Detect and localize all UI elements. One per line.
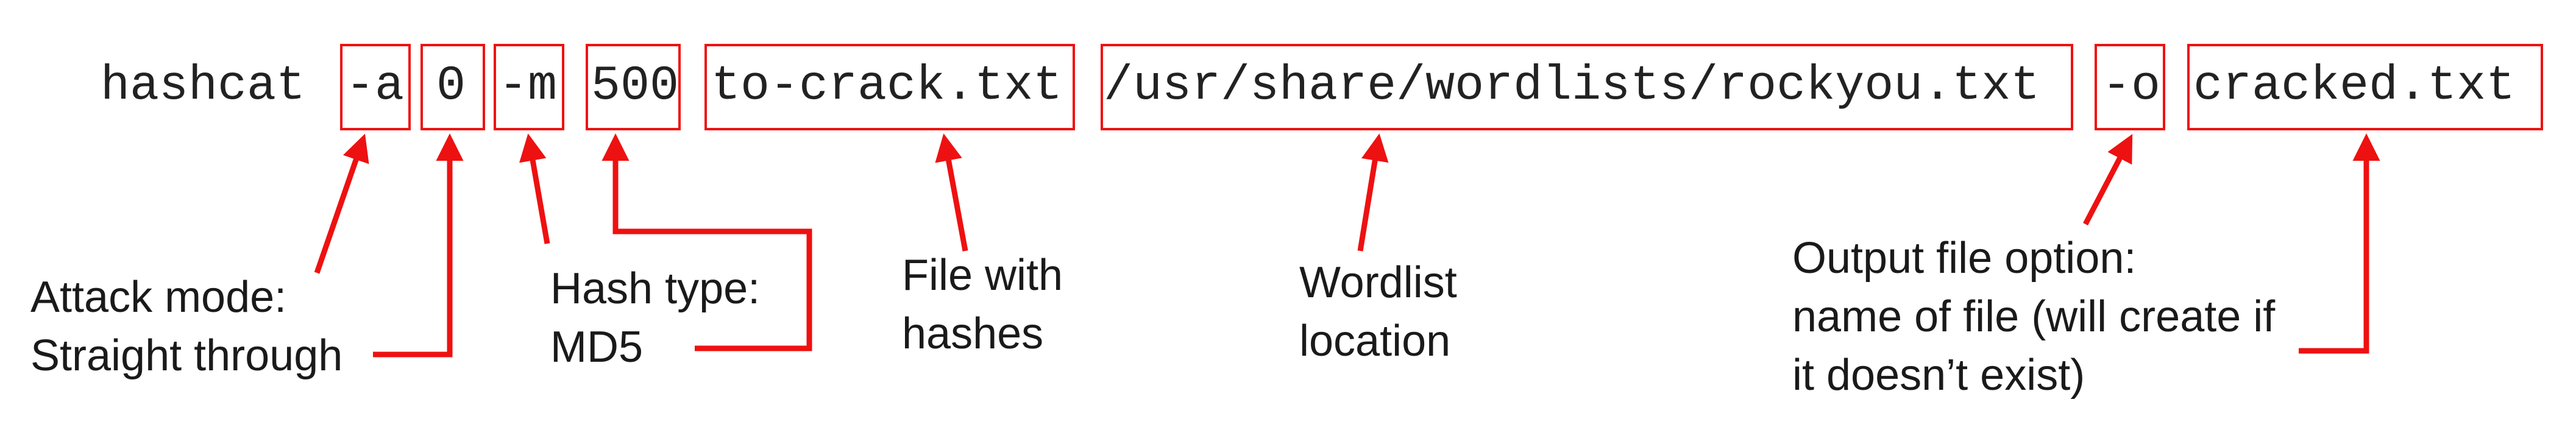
output-flag: -o	[2102, 58, 2161, 114]
output-label: Output file option:	[1792, 234, 2137, 283]
attack-mode-description: Straight through	[30, 331, 343, 380]
attack-mode-flag: -a	[346, 58, 405, 114]
hash-flag-arrow	[519, 133, 550, 244]
command-program: hashcat	[101, 58, 306, 114]
hash-file-description: hashes	[902, 309, 1044, 358]
attack-mode-annotation: Attack mode: Straight through	[30, 268, 342, 385]
output-file-name: cracked.txt	[2193, 58, 2516, 114]
hash-type-flag: -m	[499, 58, 558, 114]
hash-value-box	[586, 44, 681, 130]
hash-flag-box	[494, 44, 564, 130]
output-flag-arrow	[2083, 134, 2133, 226]
wordlist-annotation: Wordlist location	[1299, 253, 1457, 370]
hash-type-value: 500	[591, 58, 679, 114]
hash-file-label: File with	[902, 251, 1063, 300]
output-annotation: Output file option: name of file (will c…	[1792, 229, 2275, 404]
output-flag-box	[2095, 44, 2165, 130]
hash-type-label: Hash type:	[550, 264, 761, 313]
output-description-line1: name of file (will create if	[1792, 292, 2276, 341]
hash-file-annotation: File with hashes	[902, 246, 1063, 363]
hash-type-description: MD5	[550, 323, 644, 372]
wordlist-description: location	[1299, 317, 1451, 365]
hash-file-arrow	[935, 133, 968, 252]
wordlist-box	[1101, 44, 2073, 130]
hash-value-arrow	[601, 133, 812, 351]
output-file-box	[2187, 44, 2543, 130]
hash-file-name: to-crack.txt	[711, 58, 1063, 114]
attack-flag-arrow	[314, 133, 369, 274]
attack-mode-value: 0	[436, 58, 466, 114]
attack-flag-box	[340, 44, 411, 130]
output-file-arrow	[2299, 133, 2380, 354]
hash-file-box	[704, 44, 1075, 130]
attack-mode-label: Attack mode:	[30, 273, 287, 322]
wordlist-path: /usr/share/wordlists/rockyou.txt	[1104, 58, 2040, 114]
attack-value-arrow	[373, 133, 464, 358]
output-description-line2: it doesn’t exist)	[1792, 351, 2085, 400]
wordlist-arrow	[1357, 133, 1389, 252]
attack-value-box	[420, 44, 485, 130]
hash-type-annotation: Hash type: MD5	[550, 259, 760, 376]
wordlist-label: Wordlist	[1299, 258, 1457, 307]
